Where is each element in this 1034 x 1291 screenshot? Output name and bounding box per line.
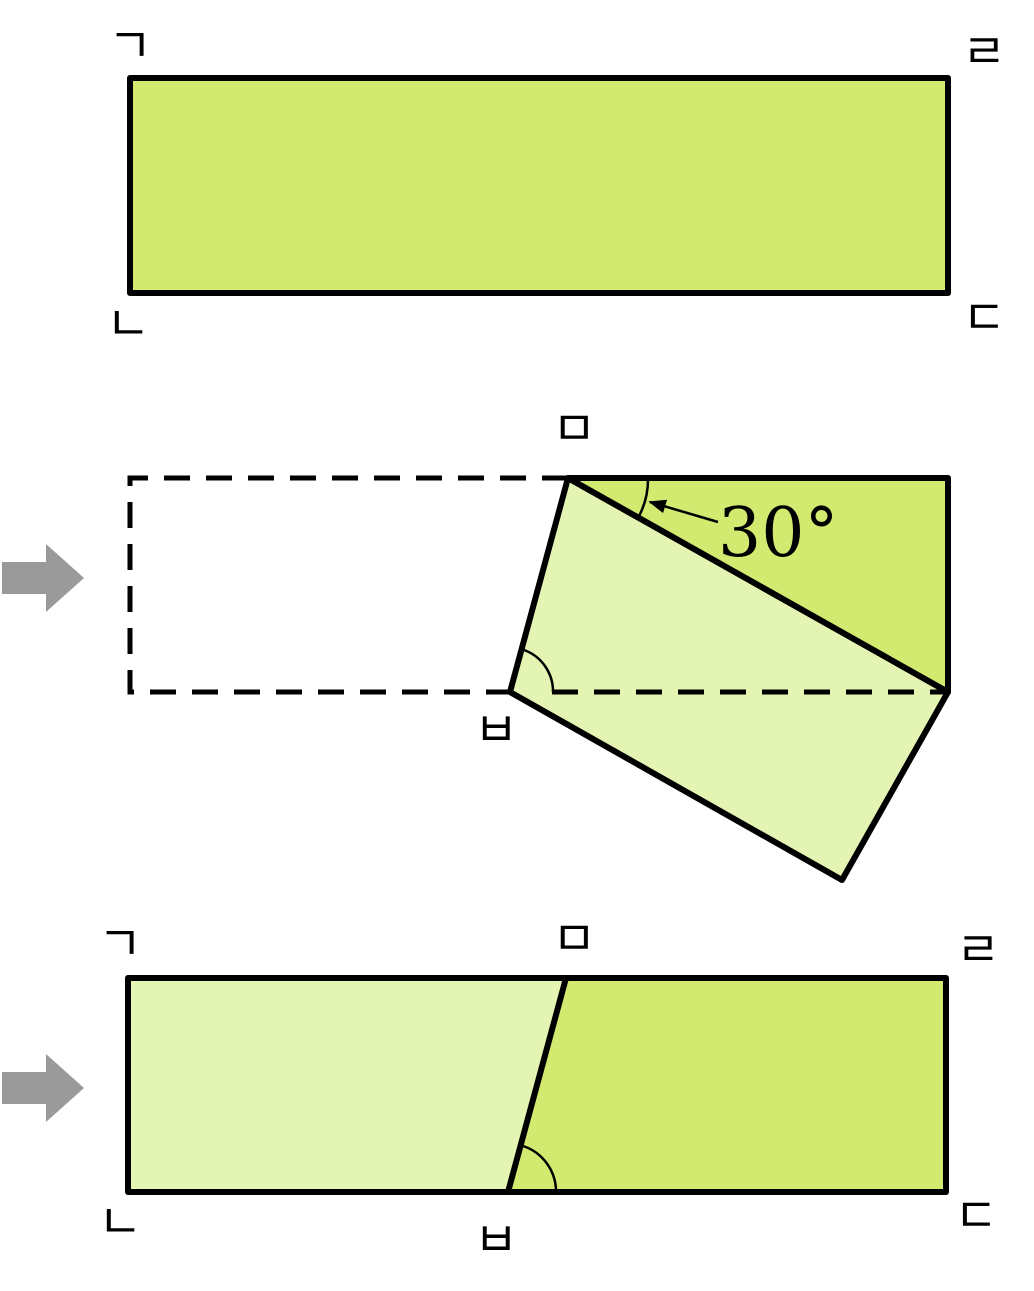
angle-pointer-arrow <box>648 499 719 524</box>
vertex-label-m: ㅁ <box>552 401 596 457</box>
arrow-icon <box>2 544 84 612</box>
angle-arc-b-result <box>522 1144 558 1193</box>
vertex-label-m: ㅁ <box>552 911 596 967</box>
vertex-label-b: ㅂ <box>474 1212 518 1268</box>
rectangle-result-outline <box>125 975 949 1195</box>
vertex-label-d: ㄷ <box>954 1188 998 1244</box>
vertex-label-g: ㄱ <box>108 18 152 74</box>
vertex-label-g: ㄱ <box>98 916 142 972</box>
step1-rectangle: ㄱ ㄹ ㄴ ㄷ <box>106 18 1006 352</box>
arrow-icon <box>2 1054 84 1122</box>
crease-line <box>505 975 569 1195</box>
left-light-region <box>128 978 566 1192</box>
right-dark-region <box>508 978 946 1192</box>
vertex-label-r: ㄹ <box>962 24 1006 80</box>
vertex-label-d: ㄷ <box>962 290 1006 346</box>
vertex-label-n: ㄴ <box>98 1194 142 1250</box>
angle-label: 30° <box>718 494 839 573</box>
triangle-edges <box>565 475 951 695</box>
rectangle-original <box>127 75 951 296</box>
fold-line <box>565 475 951 695</box>
step2-folding: 30° ㅁ ㅂ <box>2 401 951 883</box>
step3-result: ㄱ ㅁ ㄹ ㄴ ㅂ ㄷ <box>2 911 1000 1268</box>
vertex-label-n: ㄴ <box>106 296 150 352</box>
angle-arc-b <box>523 648 555 693</box>
vertex-label-b: ㅂ <box>474 702 518 758</box>
vertex-label-r: ㄹ <box>956 922 1000 978</box>
angle-arc-m <box>636 477 650 519</box>
